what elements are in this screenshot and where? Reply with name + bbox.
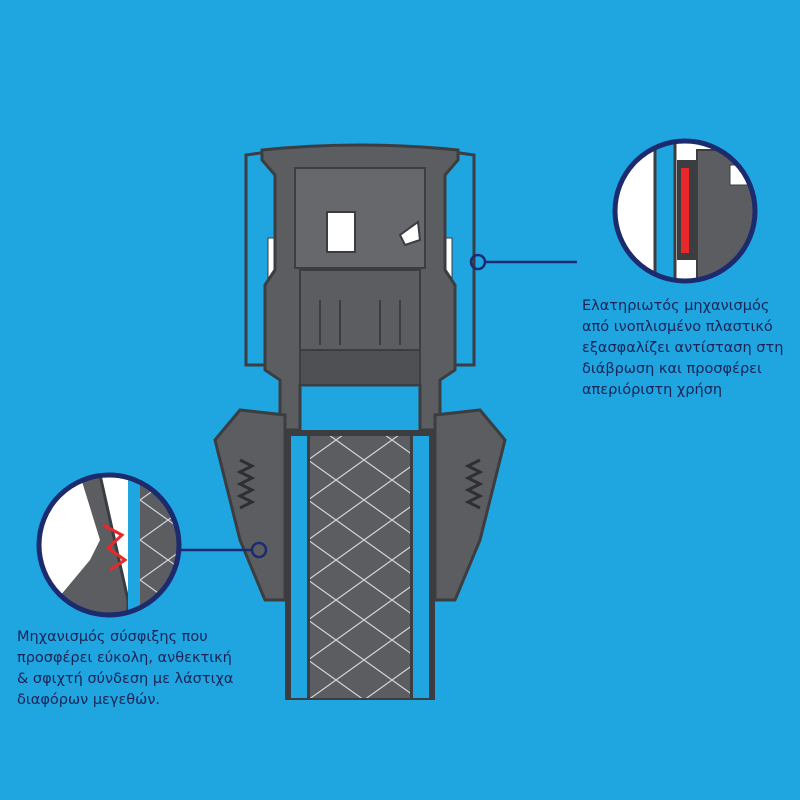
spring-mechanism-caption: Ελατηριωτός μηχανισμός από ινοπλισμένο π… [582,296,783,401]
caption-line: Μηχανισμός σύσφιξης που [17,629,208,645]
callout-marker [250,541,268,559]
hose-mesh-reinforcement [310,436,410,698]
clamping-mechanism-caption: Μηχανισμός σύσφιξης που προσφέρει εύκολη… [17,627,233,711]
caption-line: από ινοπλισμένο πλαστικό [582,319,773,335]
clamp-highlight [102,523,128,572]
spring-mechanism-callout [469,138,758,284]
hose [285,430,435,700]
callout-marker [469,253,487,271]
caption-line: διαφόρων μεγεθών. [17,692,161,708]
caption-line: εξασφαλίζει αντίσταση στη [582,340,784,356]
clamp-nut [213,408,507,602]
clamping-mechanism-callout [36,472,268,618]
caption-line: προσφέρει εύκολη, ανθεκτική [17,650,232,666]
caption-line: διάβρωση και προσφέρει [582,361,762,377]
caption-line: & σφιχτή σύνδεση με λάστιχα [17,671,234,687]
caption-line: Ελατηριωτός μηχανισμός [582,298,770,314]
spring-highlight [681,168,689,253]
caption-line: απεριόριστη χρήση [582,382,723,398]
connector-body [260,143,460,432]
